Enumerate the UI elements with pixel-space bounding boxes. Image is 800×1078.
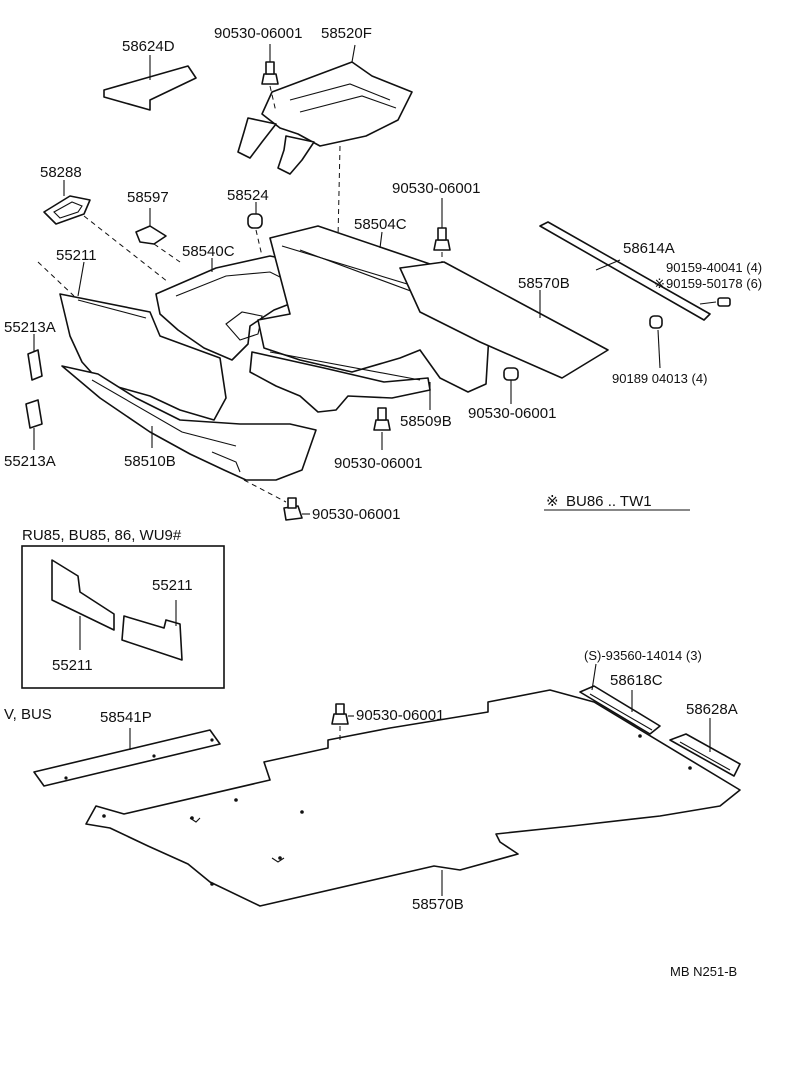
part-55213A-a	[27, 334, 43, 381]
clip-90530-right	[503, 367, 519, 404]
reference-mark-icon: ※	[546, 493, 559, 510]
part-58628A-strip	[669, 718, 741, 777]
label-note-bu86: BU86 .. TW1	[566, 493, 652, 510]
label-58618C: 58618C	[610, 672, 663, 689]
label-footer-code: MB N251-B	[670, 964, 737, 979]
label-55213A-a: 55213A	[4, 319, 56, 336]
label-58570B-bottom: 58570B	[412, 896, 464, 913]
label-58509B: 58509B	[400, 413, 452, 430]
label-90530-lower: 90530-06001	[356, 707, 444, 724]
label-90530-top: 90530-06001	[214, 25, 302, 42]
label-58520F: 58520F	[321, 25, 372, 42]
label-box-title: RU85, BU85, 86, WU9#	[22, 527, 182, 544]
part-58541P-strip	[33, 728, 221, 787]
label-90530-center: 90530-06001	[334, 455, 422, 472]
clip-90189	[649, 315, 663, 369]
label-90189: 90189 04013 (4)	[612, 371, 707, 386]
label-90159-40041: 90159-40041 (4)	[666, 260, 762, 275]
part-58624D-mat	[103, 55, 197, 111]
inset-box	[21, 545, 225, 689]
clip-90530-bottom	[283, 497, 310, 521]
label-90159-50178: 90159-50178 (6)	[666, 276, 762, 291]
label-58624D: 58624D	[122, 38, 175, 55]
part-58520F-panel	[237, 44, 413, 331]
label-90530-mid: 90530-06001	[392, 180, 480, 197]
clip-90530-lower	[331, 703, 354, 742]
part-58288-grommet	[43, 180, 91, 225]
part-55213A-b	[25, 399, 43, 450]
label-58524: 58524	[227, 187, 269, 204]
label-58288: 58288	[40, 164, 82, 181]
clip-90530-top	[261, 44, 279, 113]
label-55211-box-r: 55211	[152, 577, 193, 594]
part-58597-pad	[135, 208, 181, 263]
asterisk-icon: ※	[654, 276, 665, 291]
part-58570B-mat-bottom	[85, 689, 741, 907]
label-58628A: 58628A	[686, 701, 738, 718]
label-58541P: 58541P	[100, 709, 152, 726]
label-58510B: 58510B	[124, 453, 176, 470]
label-58570B-top: 58570B	[518, 275, 570, 292]
label-58614A: 58614A	[623, 240, 675, 257]
label-90530-right: 90530-06001	[468, 405, 556, 422]
label-58504C: 58504C	[354, 216, 407, 233]
clip-90530-mid	[433, 198, 451, 270]
part-58618C-strip	[579, 663, 661, 735]
label-90530-bottom: 90530-06001	[312, 506, 400, 523]
part-55211-panel	[37, 261, 227, 421]
label-55211-top: 55211	[56, 247, 97, 264]
screw-90159	[699, 297, 731, 307]
part-58524-plug	[247, 202, 263, 257]
label-55213A-b: 55213A	[4, 453, 56, 470]
label-58540C: 58540C	[182, 243, 235, 260]
label-93560: (S)-93560-14014 (3)	[584, 648, 702, 663]
label-v-bus: V, BUS	[4, 706, 52, 723]
clip-90530-center	[373, 407, 391, 450]
part-58614A-strip	[539, 221, 711, 321]
label-55211-box-l: 55211	[52, 657, 93, 674]
label-58597: 58597	[127, 189, 169, 206]
part-58510B-front-floor	[61, 365, 317, 503]
part-58570B-mat-top	[399, 261, 609, 379]
